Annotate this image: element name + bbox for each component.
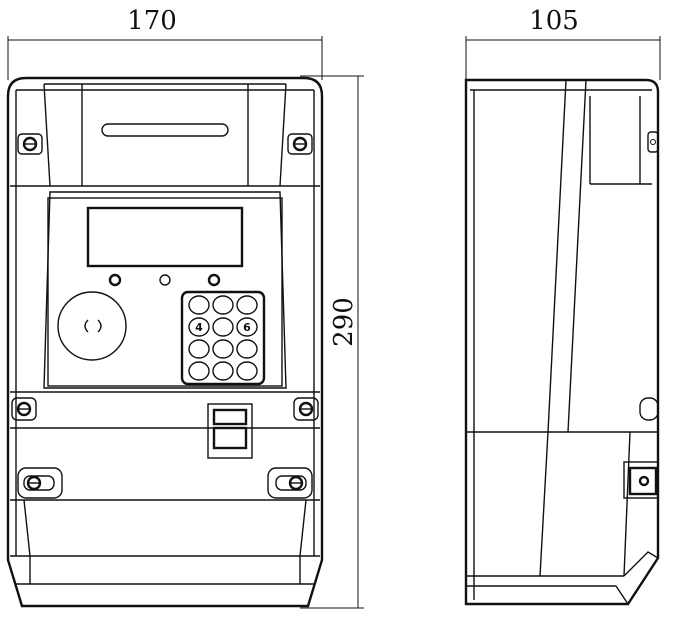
side-latch (639, 397, 659, 421)
keypad-key[interactable] (212, 361, 234, 381)
screw-top-left-icon (17, 133, 43, 155)
terminal-screw-left-icon (17, 467, 63, 499)
keypad-key[interactable] (188, 295, 210, 315)
lcd-display (86, 206, 244, 268)
top-cover (10, 83, 320, 187)
faceplate (43, 191, 287, 389)
depth-dimension: 105 (465, 6, 661, 80)
width-dimension: 170 (7, 6, 323, 80)
width-label: 170 (127, 6, 177, 36)
keypad-key[interactable] (212, 317, 234, 337)
led-icon (108, 273, 122, 287)
optical-port-icon (57, 291, 127, 361)
front-view: 170 290 (6, 6, 364, 609)
screw-middle-left-icon (11, 397, 37, 421)
led-icon (207, 273, 221, 287)
terminal-screw-right-icon (267, 467, 313, 499)
indicator-leds (108, 273, 221, 287)
keypad-key[interactable] (188, 339, 210, 359)
screw-middle-right-icon (293, 397, 319, 421)
keypad-key[interactable] (236, 295, 258, 315)
led-icon (159, 274, 171, 286)
terminal-cover (10, 499, 320, 585)
side-view: 105 (464, 6, 661, 606)
height-label: 290 (329, 297, 359, 347)
side-terminal-screw-icon (623, 461, 659, 499)
side-housing (464, 78, 660, 606)
card-slot (207, 403, 253, 459)
keypad-key[interactable] (212, 295, 234, 315)
keypad-key-label: 4 (195, 321, 203, 334)
keypad-key[interactable]: 4 (188, 317, 210, 337)
keypad-key[interactable] (236, 361, 258, 381)
top-slot (101, 123, 229, 137)
height-dimension: 290 (300, 75, 364, 609)
keypad-key[interactable] (212, 339, 234, 359)
screw-top-right-icon (287, 133, 313, 155)
keypad-key-label: 6 (243, 321, 251, 334)
meter-housing (6, 76, 324, 608)
depth-label: 105 (529, 6, 579, 36)
keypad-key[interactable] (236, 339, 258, 359)
keypad-key[interactable] (188, 361, 210, 381)
side-hook-top (647, 131, 659, 153)
keypad-key[interactable]: 6 (236, 317, 258, 337)
